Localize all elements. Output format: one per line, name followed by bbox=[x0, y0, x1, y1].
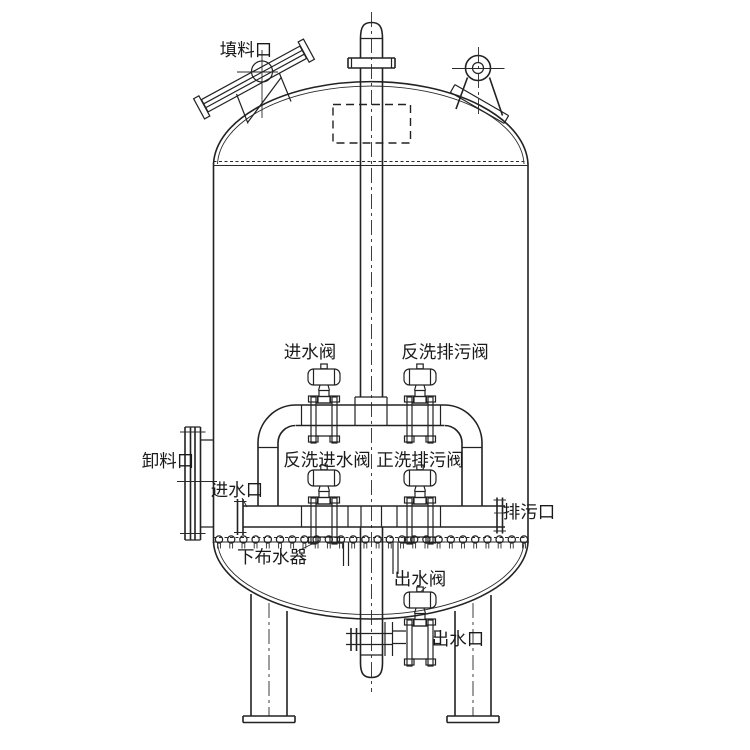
label-outlet-valve: 出水阀 bbox=[394, 569, 447, 589]
manhole-dashed-outline bbox=[332, 103, 412, 144]
distributor-nozzle bbox=[214, 535, 224, 544]
valve-inlet_valve bbox=[307, 363, 341, 444]
center-pipe bbox=[347, 12, 396, 692]
distributor-nozzle bbox=[495, 535, 504, 544]
left-leg-baseplate bbox=[242, 715, 296, 724]
filler-nozzle bbox=[192, 38, 316, 124]
label-inlet-port: 进水口 bbox=[211, 480, 264, 500]
drain-port-flange bbox=[496, 497, 504, 534]
label-unload-port: 卸料口 bbox=[142, 451, 195, 471]
distributor-nozzle bbox=[385, 535, 394, 544]
lug-hole bbox=[471, 61, 485, 75]
left-elbow bbox=[257, 404, 297, 444]
left-stub-flange bbox=[350, 628, 358, 651]
support-legs bbox=[242, 594, 500, 724]
distributor-nozzle bbox=[446, 535, 455, 544]
labels-layer: 填料口 卸料口 进水阀 反洗排污阀 反洗进水阀 正洗排污阀 进水口 排污口 下布… bbox=[142, 40, 556, 649]
lower-header bbox=[243, 505, 505, 528]
distributor-nozzle bbox=[226, 535, 236, 544]
outlet-branch-pipe bbox=[392, 630, 441, 645]
distributor-nozzle-row bbox=[214, 535, 529, 549]
valves-layer bbox=[307, 363, 437, 667]
upper-header bbox=[296, 404, 444, 427]
outlet-assembly bbox=[346, 622, 441, 656]
unload-manway bbox=[177, 426, 217, 541]
distributor-nozzle bbox=[336, 535, 346, 544]
inlet-port-flange bbox=[236, 499, 244, 535]
distributor-nozzle bbox=[471, 535, 480, 544]
left-leg bbox=[250, 594, 288, 716]
valve-backwash_inlet_valve bbox=[307, 464, 341, 545]
distributor-nozzle bbox=[300, 535, 309, 544]
leader-lines bbox=[241, 497, 504, 638]
label-fill-port: 填料口 bbox=[220, 40, 273, 60]
distributor-nozzle bbox=[483, 535, 492, 544]
distributor-nozzle bbox=[361, 535, 370, 544]
right-leg bbox=[454, 595, 492, 716]
distributor-nozzle bbox=[434, 535, 443, 544]
distributor-nozzle bbox=[373, 535, 382, 544]
distributor-nozzle bbox=[422, 535, 431, 544]
label-backwash-drain-valve: 反洗排污阀 bbox=[401, 342, 489, 362]
distributor-nozzle bbox=[288, 535, 297, 544]
distributor-nozzle bbox=[397, 535, 407, 544]
distributor-nozzle bbox=[312, 535, 321, 544]
distributor-nozzle bbox=[251, 535, 260, 544]
label-outlet-port: 出水口 bbox=[432, 629, 485, 649]
distributor-nozzle bbox=[519, 535, 529, 544]
label-lower-distributor: 下布水器 bbox=[237, 547, 307, 567]
valve-outlet_valve bbox=[403, 586, 437, 667]
lifting-lug bbox=[449, 47, 510, 124]
right-leg-baseplate bbox=[446, 715, 500, 724]
distributor-nozzle bbox=[324, 535, 333, 544]
distributor-nozzle bbox=[275, 535, 285, 544]
label-inlet-valve: 进水阀 bbox=[284, 342, 337, 362]
right-elbow bbox=[443, 404, 483, 444]
distributor-nozzle bbox=[410, 535, 419, 544]
valve-forward_wash_drain_valve bbox=[403, 464, 437, 545]
distributor-nozzle bbox=[349, 535, 358, 544]
label-forward-wash-drain-valve: 正洗排污阀 bbox=[376, 450, 464, 470]
distributor-nozzle bbox=[507, 535, 516, 544]
valve-backwash_drain_valve bbox=[403, 363, 437, 444]
distributor-nozzle bbox=[263, 535, 272, 544]
piping-manifold bbox=[234, 404, 506, 574]
label-drain-port: 排污口 bbox=[503, 502, 556, 522]
distributor-nozzle bbox=[458, 535, 468, 544]
distributor-nozzle bbox=[239, 535, 248, 544]
tank-shell bbox=[212, 80, 529, 620]
label-backwash-inlet-valve: 反洗进水阀 bbox=[283, 450, 371, 470]
